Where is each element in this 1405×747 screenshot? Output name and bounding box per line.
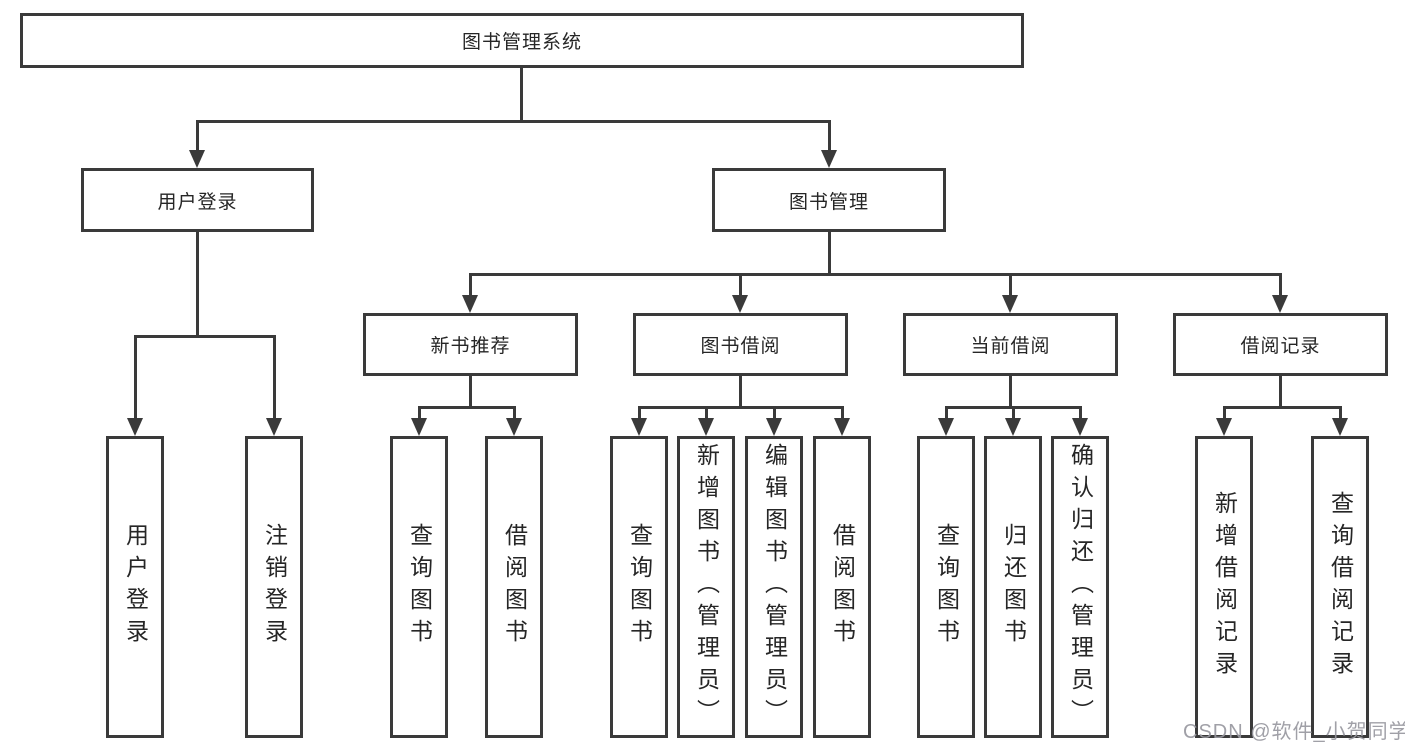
connector-l3-h (469, 273, 1281, 276)
node-borrowing-records: 借阅记录 (1173, 313, 1388, 376)
leaf-bb-add-books-admin-label: 新增图书（管理员） (693, 443, 720, 731)
leaf-br-add-record: 新增借阅记录 (1195, 436, 1253, 738)
connector-g3-stub4 (841, 406, 844, 420)
arrowhead-down-icon (1005, 418, 1021, 436)
leaf-bb-borrow-books: 借阅图书 (813, 436, 871, 738)
arrowhead-down-icon (1002, 295, 1018, 313)
connector-g2-stub1 (418, 406, 421, 420)
leaf-bb-edit-books-admin-label: 编辑图书（管理员） (761, 443, 788, 731)
connector-g5-h (1223, 406, 1341, 409)
arrowhead-down-icon (834, 418, 850, 436)
arrowhead-down-icon (1216, 418, 1232, 436)
leaf-user-login-label: 用户登录 (122, 523, 149, 651)
arrowhead-down-icon (189, 150, 205, 168)
arrowhead-down-icon (266, 418, 282, 436)
node-current-borrowing: 当前借阅 (903, 313, 1118, 376)
arrowhead-down-icon (506, 418, 522, 436)
connector-login-v (196, 232, 199, 336)
node-book-management: 图书管理 (712, 168, 946, 232)
arrowhead-down-icon (1272, 295, 1288, 313)
connector-bb-v (739, 376, 742, 407)
node-user-login-label: 用户登录 (157, 191, 238, 213)
leaf-cb-confirm-return-admin-label: 确认归还（管理员） (1067, 443, 1094, 731)
connector-g1-h (134, 335, 275, 338)
leaf-cb-query-books: 查询图书 (917, 436, 975, 738)
leaf-bb-query-books-label: 查询图书 (626, 523, 653, 651)
node-borrowing-records-label: 借阅记录 (1240, 336, 1321, 357)
node-book-management-label: 图书管理 (788, 191, 869, 213)
leaf-cb-confirm-return-admin: 确认归还（管理员） (1051, 436, 1109, 738)
connector-g3-stub2 (705, 406, 708, 420)
node-book-borrowing-label: 图书借阅 (700, 336, 781, 357)
arrowhead-down-icon (1072, 418, 1088, 436)
leaf-user-login: 用户登录 (106, 436, 164, 738)
node-new-book-recommendation-label: 新书推荐 (430, 336, 511, 357)
connector-g1-stub1 (134, 335, 137, 418)
connector-mgmt-stub (828, 120, 831, 152)
arrowhead-down-icon (938, 418, 954, 436)
watermark: CSDN @软件_小贺同学 (1183, 721, 1405, 743)
connector-g4-stub2 (1012, 406, 1015, 420)
node-user-login: 用户登录 (81, 168, 314, 232)
leaf-bb-edit-books-admin: 编辑图书（管理员） (745, 436, 803, 738)
leaf-br-query-record-label: 查询借阅记录 (1327, 491, 1354, 683)
arrowhead-down-icon (631, 418, 647, 436)
connector-l2-h (196, 120, 831, 123)
arrowhead-down-icon (698, 418, 714, 436)
connector-g1-stub2 (273, 335, 276, 418)
connector-l3-stub4 (1279, 273, 1282, 295)
node-new-book-recommendation: 新书推荐 (363, 313, 578, 376)
node-root: 图书管理系统 (20, 13, 1024, 68)
leaf-bb-borrow-books-label: 借阅图书 (829, 523, 856, 651)
connector-login-stub (196, 120, 199, 152)
node-current-borrowing-label: 当前借阅 (970, 336, 1051, 357)
leaf-cb-return-books: 归还图书 (984, 436, 1042, 738)
connector-l3-stub1 (469, 273, 472, 295)
connector-g2-h (418, 406, 516, 409)
leaf-rec-borrow-books: 借阅图书 (485, 436, 543, 738)
arrowhead-down-icon (411, 418, 427, 436)
connector-mgmt-v (828, 232, 831, 276)
connector-g4-stub1 (945, 406, 948, 420)
arrowhead-down-icon (1332, 418, 1348, 436)
leaf-bb-query-books: 查询图书 (610, 436, 668, 738)
leaf-rec-borrow-books-label: 借阅图书 (501, 523, 528, 651)
connector-l3-stub2 (739, 273, 742, 295)
arrowhead-down-icon (821, 150, 837, 168)
connector-rec-v (469, 376, 472, 407)
connector-g3-stub3 (773, 406, 776, 420)
connector-root-v (520, 68, 523, 120)
arrowhead-down-icon (732, 295, 748, 313)
arrowhead-down-icon (462, 295, 478, 313)
connector-l3-stub3 (1009, 273, 1012, 295)
connector-g5-stub2 (1339, 406, 1342, 420)
leaf-logout-label: 注销登录 (261, 523, 288, 651)
leaf-logout: 注销登录 (245, 436, 303, 738)
leaf-bb-add-books-admin: 新增图书（管理员） (677, 436, 735, 738)
leaf-cb-query-books-label: 查询图书 (933, 523, 960, 651)
connector-br-v (1279, 376, 1282, 407)
connector-g2-stub2 (513, 406, 516, 420)
connector-g3-stub1 (638, 406, 641, 420)
leaf-br-query-record: 查询借阅记录 (1311, 436, 1369, 738)
leaf-rec-query-books-label: 查询图书 (406, 523, 433, 651)
node-book-borrowing: 图书借阅 (633, 313, 848, 376)
connector-g5-stub1 (1223, 406, 1226, 420)
leaf-br-add-record-label: 新增借阅记录 (1211, 491, 1238, 683)
leaf-cb-return-books-label: 归还图书 (1000, 523, 1027, 651)
connector-g3-h (638, 406, 843, 409)
connector-g4-stub3 (1079, 406, 1082, 420)
node-root-label: 图书管理系统 (461, 32, 582, 53)
arrowhead-down-icon (127, 418, 143, 436)
connector-cb-v (1009, 376, 1012, 407)
leaf-rec-query-books: 查询图书 (390, 436, 448, 738)
arrowhead-down-icon (766, 418, 782, 436)
